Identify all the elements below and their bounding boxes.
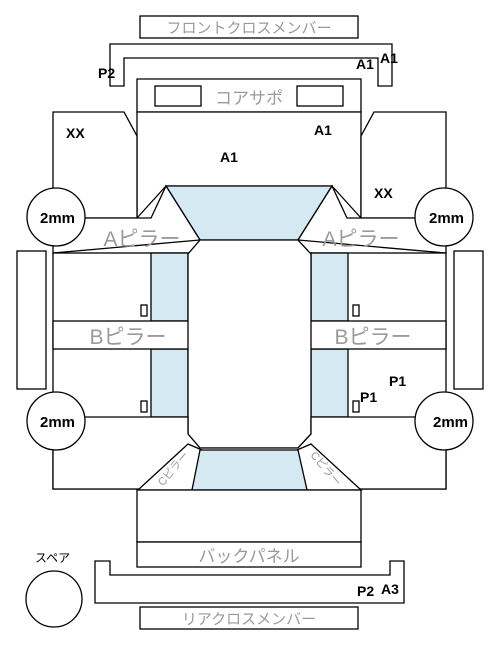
core-support-panel: コアサポ (136, 78, 362, 113)
left-front-door-handle (140, 304, 148, 317)
mark-a3-rear: A3 (381, 581, 399, 597)
front-right-wheel: 2mm (414, 187, 474, 247)
rear-window (191, 449, 308, 491)
rear-left-wheel: 2mm (26, 391, 86, 451)
rear-cross-member-label: リアクロスメンバー (182, 611, 316, 628)
a-pillar-left-label: Aピラー (103, 228, 180, 251)
rear-right-wheel: 2mm (414, 391, 474, 451)
front-cross-member: フロントクロスメンバー (139, 15, 359, 39)
mark-a1-front-bracket-left: A1 (356, 56, 374, 72)
b-pillar-left (52, 320, 191, 350)
rear-cross-member: リアクロスメンバー (139, 606, 359, 630)
mark-xx-front-left-fender: XX (66, 125, 85, 141)
mark-p2-front: P2 (98, 65, 115, 81)
left-rear-door-handle (140, 400, 148, 413)
left-rear-door-glass (150, 348, 189, 418)
mark-p2-rear: P2 (357, 583, 374, 599)
left-rocker-panel (16, 250, 47, 390)
mark-p1-right-rear-lower: P1 (360, 389, 377, 405)
rear-left-wheel-measurement: 2mm (40, 414, 75, 431)
spare-tire-label: スペア (35, 551, 70, 565)
right-rear-door-handle (352, 400, 360, 413)
b-pillar-left-label: Bピラー (89, 326, 166, 349)
right-rear-door-glass (310, 348, 349, 418)
a-pillar-right-label: Aピラー (322, 228, 399, 251)
front-left-wheel: 2mm (26, 187, 86, 247)
roof-panel (187, 239, 312, 449)
front-cross-member-label: フロントクロスメンバー (166, 20, 331, 37)
rear-right-wheel-measurement: 2mm (433, 414, 468, 431)
core-support-label: コアサポ (215, 89, 283, 108)
rear-frame-bracket (94, 560, 405, 604)
mark-a1-hood-right: A1 (314, 122, 332, 138)
front-right-wheel-measurement: 2mm (429, 210, 464, 227)
mark-xx-front-right-fender: XX (374, 185, 393, 201)
right-front-door-glass (310, 252, 349, 322)
b-pillar-right-label: Bピラー (334, 326, 411, 349)
mark-a1-front-bracket-right: A1 (380, 50, 398, 66)
spare-tire: スペア (25, 551, 83, 628)
right-front-door-handle (352, 304, 360, 317)
mark-p1-right-rear-upper: P1 (389, 373, 406, 389)
right-rocker-panel (453, 250, 484, 390)
mark-a1-hood-center: A1 (220, 149, 238, 165)
front-frame-bracket (109, 43, 393, 87)
front-left-wheel-measurement: 2mm (40, 210, 75, 227)
a-pillar-right (296, 184, 447, 254)
back-panel-label: バックパネル (198, 547, 299, 566)
left-front-door-glass (150, 252, 189, 322)
a-pillar-left (52, 184, 202, 254)
trunk-lid (136, 489, 362, 543)
back-panel: バックパネル (136, 541, 362, 568)
